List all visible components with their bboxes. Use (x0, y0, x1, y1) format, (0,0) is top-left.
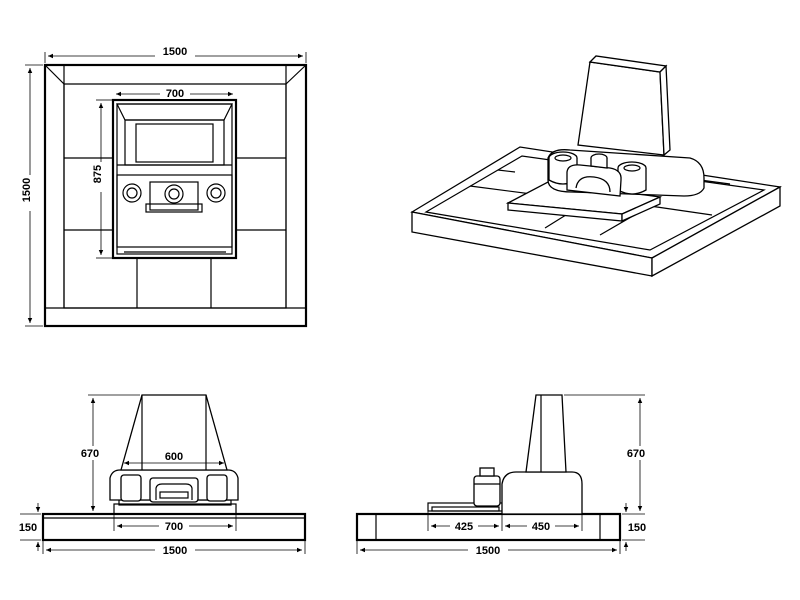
front-height-label: 670 (81, 448, 99, 460)
front-base-height-label: 150 (19, 522, 37, 534)
side-base-height-label: 150 (628, 522, 646, 534)
front-view: 670 600 150 700 1500 (19, 394, 307, 557)
isometric-view (410, 55, 782, 278)
side-base (355, 512, 622, 542)
side-view: 670 150 425 450 1500 (355, 394, 650, 557)
plan-depth-label: 1500 (21, 178, 33, 202)
plan-vase-left-icon (122, 183, 142, 203)
plan-inner-depth-label: 875 (92, 165, 104, 183)
side-left-segment-label: 425 (455, 521, 473, 533)
side-headstone (525, 394, 567, 473)
front-base-inner-width-label: 700 (165, 521, 183, 533)
plan-inner-width-label: 700 (166, 88, 184, 100)
side-mound (501, 471, 583, 515)
side-total-width-label: 1500 (476, 545, 500, 557)
front-total-width-label: 1500 (163, 545, 187, 557)
side-right-segment-label: 450 (532, 521, 550, 533)
plan-monument-base (111, 98, 238, 260)
side-height-label: 670 (627, 448, 645, 460)
plan-width-label: 1500 (163, 46, 187, 58)
plan-incense-icon (164, 184, 184, 204)
plan-vase-right-icon (206, 183, 226, 203)
iso-headstone (577, 61, 665, 156)
front-inner-width-label: 600 (165, 451, 183, 463)
plan-view: 1500 1500 700 875 (21, 46, 308, 328)
